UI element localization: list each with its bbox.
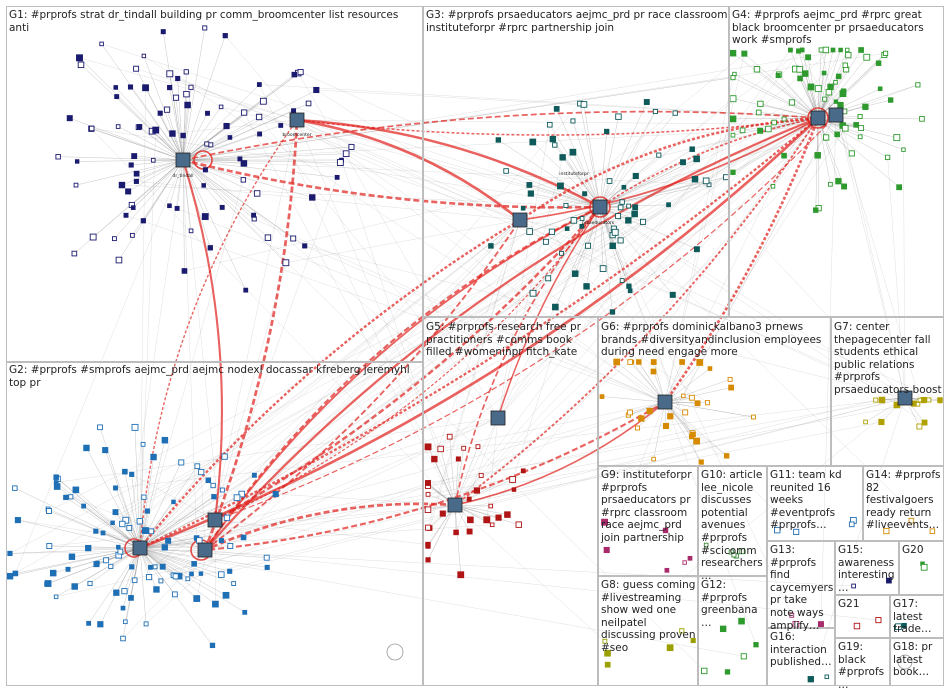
group-label-g9: G9: instituteforpr #prprofs prsaeducator… — [601, 469, 697, 573]
group-label-g18: G18: pr latest book… — [893, 641, 943, 685]
group-label-g12: G12: #prprofs greenbana… — [701, 579, 766, 609]
group-label-g14: G14: #prprofs 82 festivalgoers ready ret… — [866, 469, 943, 539]
group-label-g4: G4: #prprofs aejmc_prd #rprc great black… — [732, 9, 942, 49]
group-panel-g3 — [423, 6, 729, 317]
group-label-g2: G2: #prprofs #smprofs aejmc_prd aejmc no… — [9, 364, 421, 391]
group-panel-g5 — [423, 317, 598, 686]
group-label-g7: G7: center thepagecenter fall students e… — [834, 321, 943, 401]
group-label-g10: G10: article lee_nicole discusses potent… — [701, 469, 766, 573]
group-panel-g2 — [6, 362, 423, 686]
group-label-g20: G20 — [902, 544, 943, 558]
group-label-g13: G13: #prprofs find caycemyers pr take no… — [770, 544, 834, 626]
group-label-g17: G17: latest trade… — [893, 598, 943, 638]
group-label-g11: G11: team kd reunited 16 weeks #eventpro… — [770, 469, 862, 539]
group-label-g16: G16: interaction published… — [770, 631, 834, 685]
group-label-g3: G3: #prprofs prsaeducators aejmc_prd pr … — [426, 9, 728, 36]
group-label-g1: G1: #prprofs strat dr_tindall building p… — [9, 9, 421, 23]
group-label-g15: G15: awareness interesting… — [838, 544, 898, 584]
group-label-g8: G8: guess coming #livestreaming show wed… — [601, 579, 697, 683]
group-label-g21: G21 — [838, 598, 888, 612]
group-label-g5: G5: #prprofs research free pr practition… — [426, 321, 596, 361]
group-label-g6: G6: #prprofs dominickalbano3 prnews bran… — [601, 321, 829, 361]
group-panel-g1 — [6, 6, 423, 362]
group-label-g19: G19: black #prprofs… — [838, 641, 889, 685]
group-panel-g4 — [729, 6, 944, 317]
